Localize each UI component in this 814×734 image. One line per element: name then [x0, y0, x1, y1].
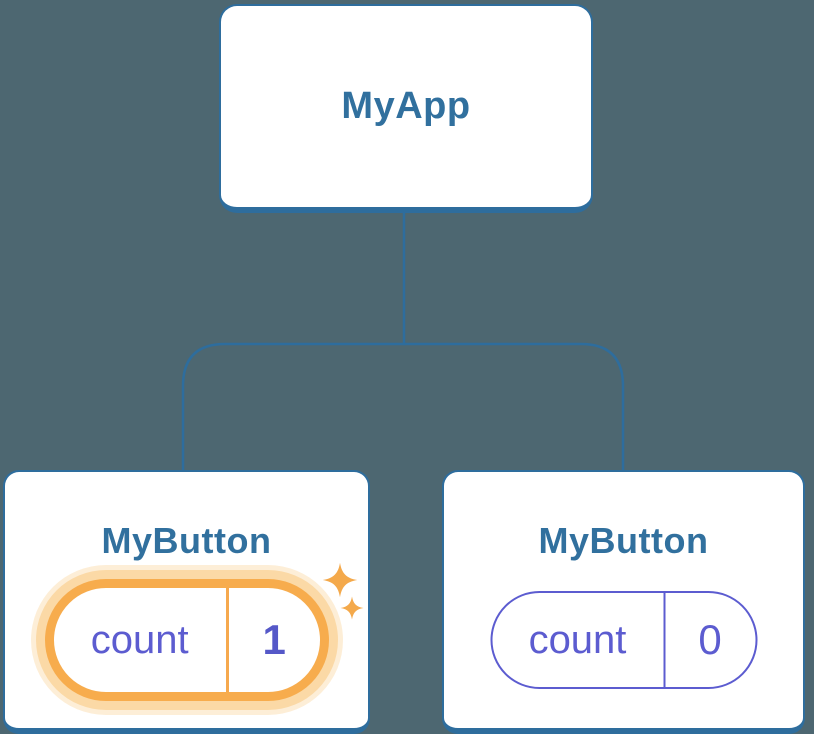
state-name-cell: count	[54, 588, 229, 692]
state-value-cell: 1	[229, 588, 320, 692]
tree-node-mybutton-right: MyButton count 0	[442, 470, 805, 734]
state-name-cell: count	[492, 593, 665, 687]
state-name-label: count	[90, 617, 189, 662]
node-label: MyApp	[341, 85, 471, 127]
tree-node-mybutton-left: MyButton count 1	[3, 470, 370, 734]
node-label: MyButton	[538, 520, 709, 561]
state-name-label: count	[528, 617, 627, 662]
state-value: 0	[698, 616, 722, 663]
state-pill: count 0	[490, 591, 757, 689]
state-pill-highlighted: count 1	[44, 579, 329, 701]
node-label: MyButton	[101, 520, 272, 561]
state-value-cell: 0	[665, 593, 755, 687]
state-value: 1	[262, 616, 286, 663]
tree-node-myapp: MyApp	[219, 4, 593, 213]
